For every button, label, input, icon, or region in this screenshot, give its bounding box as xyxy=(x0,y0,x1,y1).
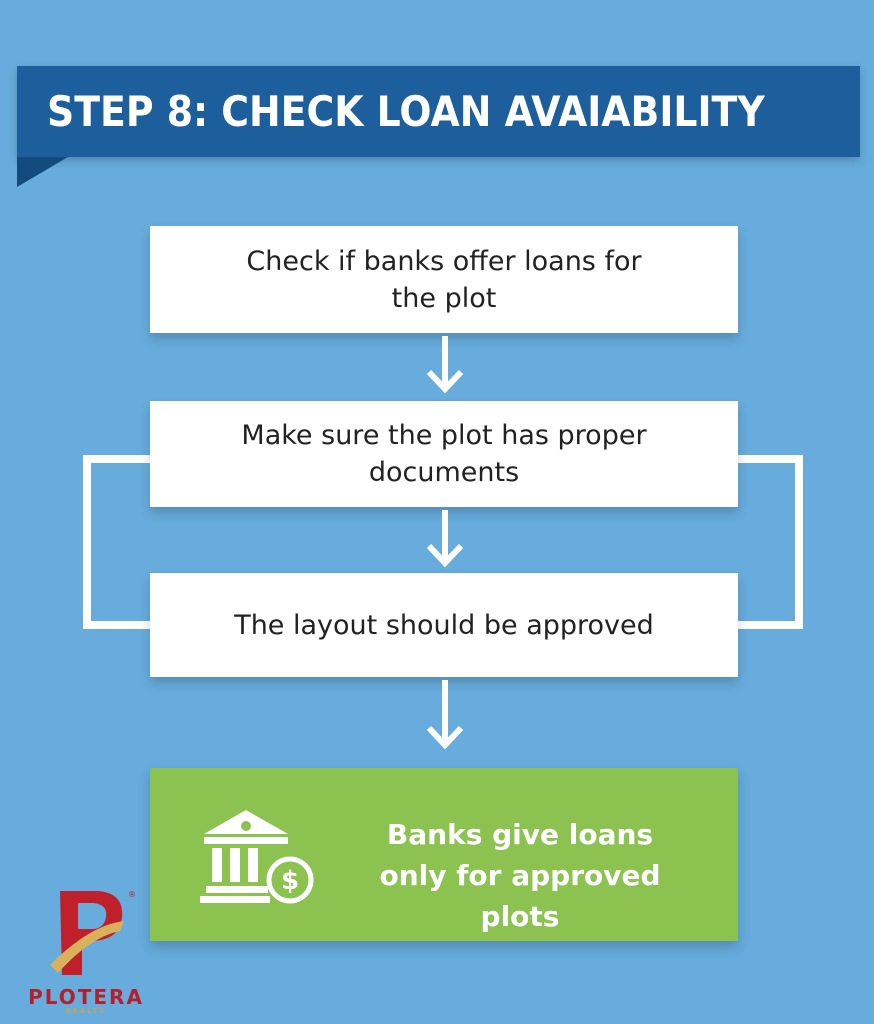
banner-fold xyxy=(17,157,68,187)
svg-text:®: ® xyxy=(128,890,136,899)
result-text: Banks give loans only for approved plots xyxy=(379,818,661,933)
step-box-3: The layout should be approved xyxy=(150,573,738,677)
plotera-logo: ® PLOTERA REALTY xyxy=(20,885,160,1020)
page-title: STEP 8: CHECK LOAN AVAIABILITY xyxy=(47,87,765,136)
arrow-down-icon xyxy=(426,510,464,568)
arrow-down-icon xyxy=(426,336,464,394)
step-box-1: Check if banks offer loans for the plot xyxy=(150,226,738,333)
step-box-2: Make sure the plot has proper documents xyxy=(150,401,738,507)
step-text: Make sure the plot has proper documents xyxy=(241,420,647,488)
bank-dollar-icon: $ xyxy=(200,810,314,904)
title-banner: STEP 8: CHECK LOAN AVAIABILITY xyxy=(17,66,860,157)
logo-p-icon: ® xyxy=(50,890,136,975)
step-text: The layout should be approved xyxy=(234,609,654,641)
left-loop-connector xyxy=(83,455,150,629)
result-box: $ Banks give loans only for approved plo… xyxy=(150,768,738,941)
logo-name: PLOTERA xyxy=(28,985,144,1009)
right-loop-connector xyxy=(738,455,803,629)
svg-text:$: $ xyxy=(281,866,299,896)
step-text: Check if banks offer loans for the plot xyxy=(246,245,642,314)
arrow-down-icon xyxy=(426,680,464,750)
logo-subtitle: REALTY xyxy=(65,1007,107,1015)
